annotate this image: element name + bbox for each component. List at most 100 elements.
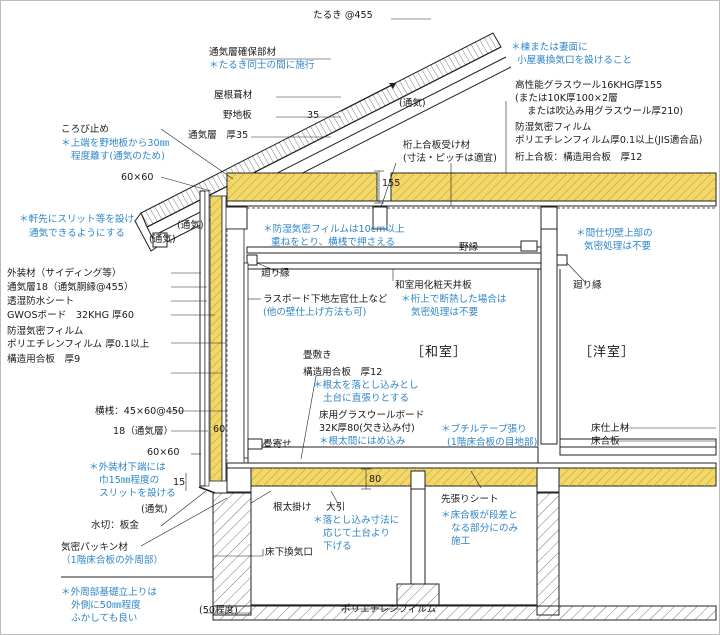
note-yukagohan-2: なる部分にのみ [451, 523, 519, 534]
label-noji: 野地板 [223, 110, 252, 121]
dodai-mid [410, 470, 426, 490]
label-yukashiage: 床仕上材 [591, 423, 630, 434]
note-neda-3: ＊根太間にはめ込み [319, 436, 406, 447]
foundation [61, 486, 717, 621]
label-mizukiri: 水切：板金 [91, 520, 139, 531]
label-yuka-gw-1: 床用グラスウールボード [319, 410, 425, 421]
label-bouf-1: 防湿気密フィルム [515, 122, 592, 133]
note-keta-2: 気密処理は不要 [411, 307, 479, 318]
ceiling-insulation-right-hatch [391, 173, 716, 201]
ceiling-board [246, 262, 548, 270]
roof-vent-arrowhead [389, 83, 396, 89]
note-bouf-1: ＊防湿気密フィルムは10cm以上 [263, 224, 405, 235]
note-otoshi-1: ＊落とし込み寸法に [313, 515, 400, 526]
label-washitsu-tenjo: 和室用化粧天井板 [395, 280, 472, 291]
note-mune-1: ＊棟または妻面に [511, 42, 588, 53]
structural-plywood-9 [221, 195, 227, 482]
roof-vent-arrow [340, 82, 397, 112]
siding [199, 190, 206, 487]
note-majikiri-1: ＊間仕切壁上部の [576, 228, 653, 239]
note-otoshi-3: 下げる [323, 541, 352, 552]
room-washitsu: ［和室］ [411, 345, 468, 360]
floor-plywood-12 [226, 462, 717, 469]
note-yukagohan-1: ＊床合板が段差と [441, 510, 518, 521]
partition-stud [540, 228, 558, 445]
wall-stud [225, 228, 245, 480]
ceiling-insulation-left-hatch [227, 173, 377, 201]
label-tsuki-roof: (通気) [399, 98, 426, 109]
label-nobuchi: 野縁 [459, 242, 479, 253]
label-gw-3: または吹込み用グラスウール厚210) [527, 106, 684, 117]
label-yuka-gw-2: 32K厚80(欠き込み付) [319, 423, 415, 434]
note-bouf-2: 重ねをとり、横桟で押さえる [271, 237, 396, 248]
label-dim60: 60 [213, 424, 226, 435]
tsuka-post [410, 488, 426, 585]
note-kimitsu-2: （1階床合板の外周部） [61, 555, 164, 566]
note-otoshi-2: 応じて土台より [323, 528, 390, 539]
floor [226, 438, 717, 493]
label-lath-1: ラスボード下地左官仕上など [263, 294, 388, 305]
label-mawaribuchi-2: 廻り縁 [573, 280, 602, 291]
label-yukashita: 床下換気口 [265, 547, 313, 558]
label-tsuki18: 18（通気層） [113, 426, 174, 437]
foundation-right [536, 492, 560, 616]
note-korobi-1: ＊上端を野地板から30㎜ [61, 138, 170, 149]
label-yane: 屋根葺材 [214, 90, 253, 101]
label-dim155: 155 [382, 178, 401, 189]
mawaribuchi-right [556, 254, 568, 266]
yoshitsu-floor-plywood [559, 446, 717, 456]
label-dim80: 80 [369, 474, 382, 485]
note-gaiso-2: 巾15㎜程度の [99, 475, 160, 486]
label-dim15: 15 [173, 477, 186, 488]
label-tsukiso: 通気層 厚35 [188, 130, 249, 141]
gwos-board-hatch [210, 196, 222, 481]
label-dim35: 35 [307, 110, 320, 121]
label-korobi: ころび止め [61, 124, 109, 135]
label-gw-1: 高性能グラスウール16KHG厚155 [515, 80, 663, 91]
label-tokasui: 透湿防水シート [7, 296, 75, 307]
label-gw-2: (または10K厚100×2層 [515, 93, 618, 104]
label-tsukiso18: 通気層18（通気胴縁@455） [7, 282, 134, 293]
label-ketaukezai-2: (寸法・ピッチは適宜) [403, 153, 497, 164]
label-mawaribuchi-1: 廻り縁 [261, 268, 290, 279]
note-lath-2: (他の壁仕上げ方法も可) [263, 307, 367, 318]
label-nedagake: 根太掛け [273, 502, 312, 513]
note-majikiri-2: 気密処理は不要 [584, 241, 652, 252]
label-fifty: (50程度) [199, 605, 238, 616]
ceiling-insulation [226, 172, 717, 209]
label-poly: ポリエチレンフィルム [341, 604, 437, 615]
note-kiso-2: 外側に50㎜程度 [71, 600, 141, 611]
beam-mid [372, 206, 388, 230]
label-kimitsu-1: 気密パッキン材 [61, 542, 128, 553]
label-kozou12: 構造用合板 厚12 [303, 367, 383, 378]
partition-wall [537, 228, 561, 446]
label-tatamiyose: 畳寄せ [263, 439, 292, 450]
note-yukagohan-3: 施工 [451, 536, 471, 547]
note-slit-1: ＊軒先にスリット等を設け、 [19, 214, 144, 225]
label-sakibari: 先張りシート [441, 494, 499, 505]
label-bouf-4: ポリエチレンフィルム 厚0.1以上 [7, 339, 150, 350]
eave-end [134, 212, 158, 252]
label-gwos: GWOSボード 32KHG 厚60 [7, 310, 134, 321]
floor-insulation-hatch [251, 468, 716, 486]
note-kiso-1: ＊外周部基礎立上りは [61, 587, 157, 598]
label-tsuki-eave-2: (通気) [149, 234, 176, 245]
note-tsuki-hogo: ＊たるき同士の間に施行 [209, 60, 315, 71]
note-korobi-2: 程度離す(通気のため) [71, 151, 165, 162]
mizukiri-plate [198, 486, 216, 494]
lath-board [243, 262, 249, 459]
label-tsuki-wall: (通気) [141, 504, 168, 515]
dodai [226, 467, 252, 493]
slab [212, 605, 717, 621]
label-tsuki-eave-1: (通気) [177, 220, 204, 231]
note-gaiso-1: ＊外装材下端には [89, 462, 166, 473]
note-gaiso-3: スリットを設ける [99, 488, 176, 499]
label-obiki: 大引 [326, 502, 346, 513]
foundation-outer [212, 492, 252, 616]
label-taruki: たるき @455 [313, 10, 373, 21]
room-yoshitsu: ［洋室］ [579, 345, 636, 360]
beam-right [540, 206, 558, 230]
note-butyl-2: (1階床合板の目地部) [447, 437, 538, 448]
yoshitsu-floor-finish [559, 438, 717, 448]
tatamiyose-block [247, 438, 263, 450]
